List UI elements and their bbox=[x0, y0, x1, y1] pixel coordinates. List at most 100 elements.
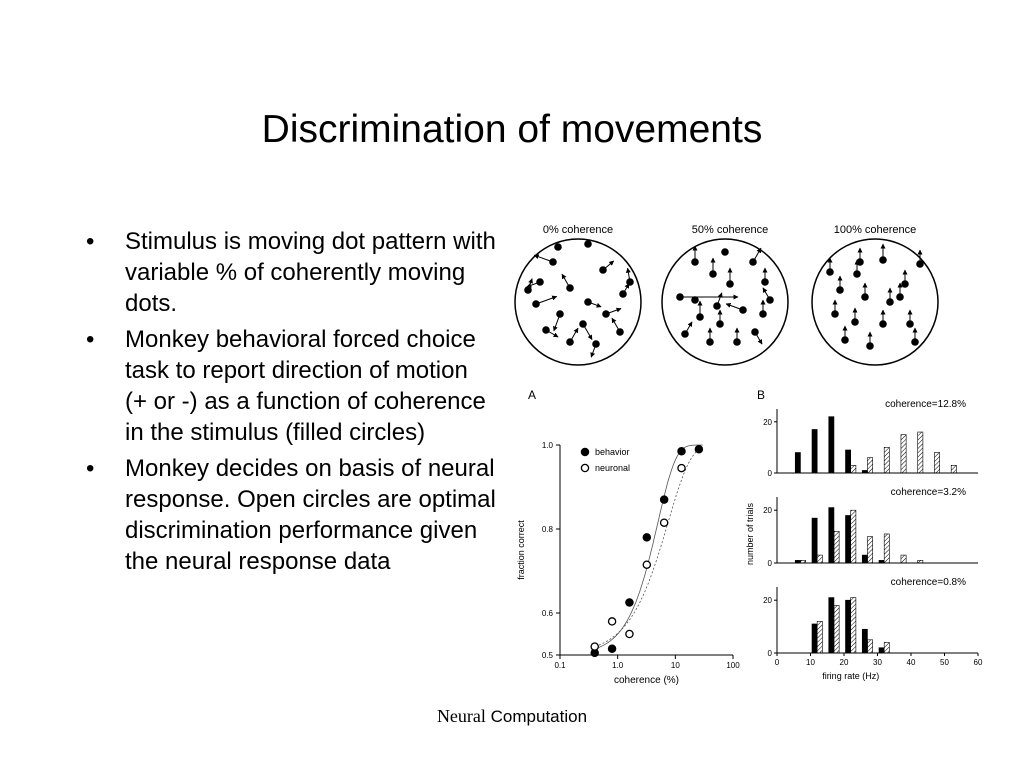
motion-arrow bbox=[582, 323, 593, 341]
x-tick-label: 1.0 bbox=[612, 661, 624, 670]
histogram-panel: 0 20 coherence=0.8% bbox=[763, 577, 978, 658]
hatched-bar bbox=[883, 533, 890, 564]
hatched-bar bbox=[934, 452, 940, 474]
stimulus-dot bbox=[766, 296, 774, 304]
hatched-bar bbox=[867, 536, 873, 564]
fit-curve bbox=[591, 444, 703, 651]
y-tick-label: 20 bbox=[763, 596, 772, 605]
motion-arrow bbox=[762, 287, 771, 301]
coherence-label: coherence=12.8% bbox=[885, 399, 966, 410]
random-dots-group bbox=[524, 240, 634, 358]
hatched-bar bbox=[850, 597, 857, 654]
motion-arrow bbox=[561, 273, 571, 289]
motion-arrow bbox=[611, 317, 621, 333]
bullet-text: Monkey behavioral forced choice task to … bbox=[125, 326, 486, 446]
slide-title: Discrimination of movements bbox=[261, 108, 763, 151]
x-tick-label: 10 bbox=[806, 658, 815, 667]
motion-arrow bbox=[754, 331, 763, 345]
stimulus-label-2: 100% coherence bbox=[834, 224, 917, 236]
legend-label: neuronal bbox=[595, 463, 630, 473]
behavior-point bbox=[642, 533, 652, 542]
motion-arrow bbox=[545, 329, 559, 338]
motion-arrow bbox=[553, 313, 561, 332]
legend-marker bbox=[580, 463, 590, 473]
behavior-point bbox=[677, 447, 686, 456]
legend-label: behavior bbox=[595, 447, 630, 457]
bullet-marker: • bbox=[86, 455, 95, 482]
filled-bar bbox=[828, 507, 835, 564]
motion-arrow bbox=[527, 278, 533, 291]
x-tick-label: 0.1 bbox=[554, 661, 566, 670]
y-tick-label: 20 bbox=[763, 506, 772, 515]
hatched-bar bbox=[900, 434, 907, 474]
motion-arrow bbox=[535, 295, 558, 305]
behavior-point bbox=[694, 444, 704, 454]
hatched-bar bbox=[833, 531, 840, 564]
hatched-bar bbox=[816, 621, 823, 654]
x-axis-label: coherence (%) bbox=[614, 675, 679, 686]
neuronal-point bbox=[642, 560, 652, 569]
footer-part1: Neural bbox=[436, 706, 486, 726]
x-tick-label: 100 bbox=[726, 661, 740, 670]
stimulus-label-0: 0% coherence bbox=[543, 224, 613, 236]
y-tick-label: 0 bbox=[768, 469, 773, 478]
motion-arrow bbox=[602, 260, 615, 271]
x-tick-label: 60 bbox=[974, 658, 983, 667]
neuronal-point bbox=[677, 463, 686, 473]
stimulus-dot bbox=[554, 243, 562, 251]
y-tick-label: 0 bbox=[768, 649, 773, 658]
bullet-text: Monkey decides on basis of neural respon… bbox=[125, 455, 496, 575]
filled-bar bbox=[828, 597, 835, 654]
panel-b-label: B bbox=[757, 388, 765, 402]
coherence-label: coherence=0.8% bbox=[891, 577, 966, 588]
neuronal-point bbox=[659, 518, 669, 527]
y-tick-label: 0 bbox=[768, 559, 773, 568]
x-tick-label: 20 bbox=[840, 658, 849, 667]
hatched-bar bbox=[900, 554, 907, 564]
stimulus-label-1: 50% coherence bbox=[692, 224, 768, 236]
motion-arrow bbox=[684, 321, 693, 335]
stimulus-dot bbox=[721, 248, 729, 256]
x-tick-label: 40 bbox=[907, 658, 916, 667]
motion-arrow bbox=[605, 307, 622, 315]
motion-arrow bbox=[725, 303, 744, 311]
neuronal-point bbox=[625, 629, 634, 639]
motion-arrow bbox=[590, 343, 597, 358]
legend-marker bbox=[580, 447, 590, 457]
x-tick-label: 30 bbox=[873, 658, 882, 667]
filled-bar bbox=[811, 429, 818, 474]
filled-bar bbox=[845, 449, 851, 474]
filled-bar bbox=[811, 517, 818, 564]
bullet-item: • Monkey decides on basis of neural respo… bbox=[86, 453, 496, 577]
x-tick-label: 0 bbox=[775, 658, 780, 667]
hatched-bar bbox=[833, 605, 840, 654]
bullet-text: Stimulus is moving dot pattern with vari… bbox=[125, 228, 496, 317]
histogram-chart: B 020coherence=12.8%020coherence=3.2%020… bbox=[745, 388, 983, 681]
bullet-item: • Stimulus is moving dot pattern with var… bbox=[86, 226, 496, 319]
y-tick-label: 0.8 bbox=[542, 525, 554, 534]
stimulus-circle-0 bbox=[514, 238, 642, 366]
filled-bar bbox=[794, 452, 801, 474]
stimulus-dot bbox=[584, 240, 592, 248]
x-tick-label: 50 bbox=[940, 658, 949, 667]
panel-a-label: A bbox=[528, 388, 536, 402]
y-tick-label: 0.6 bbox=[542, 609, 554, 618]
half-coherent-dots-group bbox=[676, 245, 774, 346]
motion-arrow bbox=[716, 292, 723, 307]
hatched-bar bbox=[917, 431, 924, 474]
hatched-bar bbox=[850, 465, 857, 474]
filled-bar bbox=[878, 647, 885, 654]
footer-part2: Computation bbox=[485, 707, 588, 726]
bullet-marker: • bbox=[86, 326, 95, 353]
hatched-bar bbox=[883, 447, 890, 474]
y-tick-label: 20 bbox=[763, 418, 772, 427]
filled-bar bbox=[878, 560, 885, 564]
behavior-point bbox=[659, 495, 669, 504]
stimulus-dot bbox=[691, 296, 699, 304]
hatched-bar bbox=[816, 554, 823, 564]
bullet-marker: • bbox=[86, 228, 95, 255]
filled-bar bbox=[861, 554, 868, 564]
stimulus-circle-2 bbox=[811, 238, 939, 366]
y-axis-label: number of trials bbox=[745, 502, 755, 565]
